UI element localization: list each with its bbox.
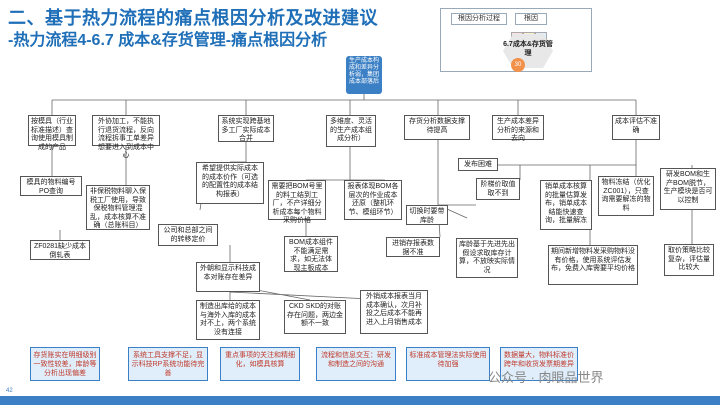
root-cause-box: 数据量大，物料标准价跨年和收货发票期差异	[500, 347, 578, 381]
root-cause-box: 流程和信息交互：研发和制造之间的沟通	[316, 347, 396, 381]
legend-process-cell: 根因分析过程	[451, 13, 507, 25]
footer-bar	[0, 396, 720, 405]
cause-node: 外朝和显示科技成本对账存在差异	[196, 262, 260, 292]
cause-node: 研发BOM和生产BOM脱节，生产模块是否可以控制	[660, 168, 716, 210]
legend-root-cell: 根因	[515, 13, 547, 25]
cause-node: 切换时要带库龄	[406, 205, 448, 225]
cause-node: CKD SKD的对账存在问题，两边金额不一致	[284, 300, 346, 334]
cause-node: BOM成本组件不能满足需求，如无法体现主板成本	[284, 236, 338, 272]
cause-node: 成本评估不准确	[612, 115, 660, 140]
process-number-badge: 30	[511, 58, 525, 72]
cause-node: 外协加工，不能执行退货流程，反向流程拆事工单差异想要进入到成本中心	[92, 115, 160, 159]
cause-node: 按模具（行业标准描述）查询使用模具制成的产品	[28, 115, 76, 151]
root-cause-box: 存货账实在明细级别一致性较差，库龄等分析出现偏差	[30, 347, 100, 381]
root-cause-box: 系统工具支撑不足，显示科技RP系统功能待完善	[128, 347, 208, 381]
root-cause-box: 标准成本管理法实际使用待加强	[406, 347, 490, 381]
root-problem-node: 生产成本构成和差异分析弱，集团成本部落后	[346, 56, 382, 94]
cause-node: 希望提供实际成本的成本价作（可选的配置性的成本结构报表）	[196, 162, 264, 204]
cause-node: 生产成本差异分析的来源和去向	[492, 115, 544, 142]
cause-node: 模具的物料编号PO查询	[20, 176, 82, 196]
cause-node: 多维度、灵活的生产成本组成分析）	[326, 115, 376, 147]
cause-node: 期间新增物料发采购物料没有价格，使用系统评估发布，免费入库需要平均价格	[548, 245, 638, 285]
page-number: 42	[6, 388, 13, 394]
title-line-1: 二、基于热力流程的痛点根因分析及改进建议	[8, 8, 378, 28]
cause-node: 取价策略比较复杂，评估量比较大	[664, 244, 714, 276]
cause-node: 系统实现跨基地多工厂实际成本合并	[218, 115, 274, 142]
cause-node: 制造出库给的成本与海外入库的成本对不上，两个系统没有连接	[196, 300, 260, 340]
watermark: 公众号 · 肉眼品世界	[488, 370, 604, 385]
cause-node: 物料冻结（优化ZC001），只查询需要解冻的物料	[598, 176, 654, 216]
cause-node: 报表体现BOM各层次的作业成本还原（整机环节、模组环节）	[344, 180, 402, 220]
cause-node: 阶梯价取值取不到	[476, 178, 520, 200]
cause-node: 非保税物料聊入保税工厂使用，导致保税物料管理混乱，成本核算不准确（总账科目）	[86, 185, 150, 230]
root-cause-box: 重点事项的关注和精细化，如模具核算	[220, 347, 300, 381]
cause-node: 存货分析数据支撑待提高	[404, 115, 470, 140]
cause-node: 发布困难	[458, 158, 498, 171]
cause-node: 进销存报表数据不准	[386, 237, 440, 257]
process-label: 6.7成本&存货管理	[503, 41, 553, 57]
cause-node: 库龄基于先进先出假设求取库存计算，不放映实际情况	[456, 238, 518, 278]
cause-node: ZF0281缺少成本倒轧表	[30, 240, 90, 260]
title-line-2: -热力流程4-6.7 成本&存货管理-痛点根因分析	[8, 32, 328, 49]
cause-node: 外销成本报表当月成本确认，次月补投之后成本不能再进入上月销售成本	[360, 290, 428, 334]
cause-node: 需要把BOM号里的料工结到工厂，不产详细分析成本每个物料采购价格	[268, 180, 326, 224]
cause-node: 销单成本核算的批量估算发布，销单成本结能快速查询，批量解冻	[540, 180, 592, 230]
cause-node: 公司和总部之间的转移定价	[158, 224, 218, 246]
